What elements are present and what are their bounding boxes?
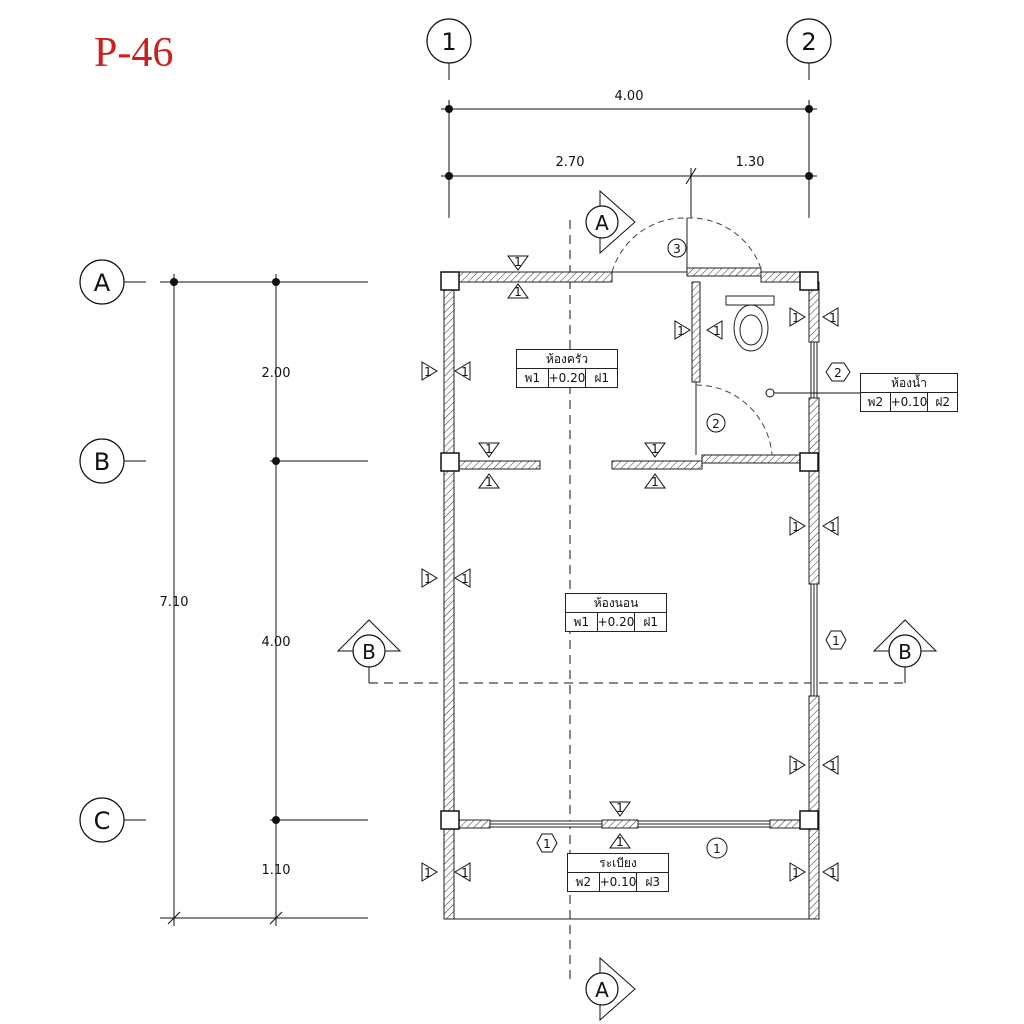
svg-text:2.00: 2.00 xyxy=(262,366,291,381)
svg-text:4.00: 4.00 xyxy=(615,89,644,104)
svg-text:1: 1 xyxy=(514,255,522,269)
room-tag-bedroom: ห้องนอน พ1 +0.20 ฝ1 xyxy=(565,593,667,632)
kitchen-floor-code: พ1 xyxy=(517,369,549,387)
svg-text:1: 1 xyxy=(829,311,837,325)
walls xyxy=(443,267,820,920)
bathroom-ceiling-code: ฝ2 xyxy=(935,395,951,409)
section-b-left-marker: B xyxy=(336,619,402,668)
svg-text:1: 1 xyxy=(485,442,493,456)
dimension-split-depth: 2.00 4.00 1.10 xyxy=(262,274,291,926)
svg-text:A: A xyxy=(595,978,609,1002)
structural-columns xyxy=(440,271,819,830)
toilet-fixture xyxy=(725,295,775,352)
svg-text:2: 2 xyxy=(712,417,720,431)
svg-text:1: 1 xyxy=(461,365,469,379)
svg-text:1: 1 xyxy=(441,28,456,56)
svg-text:1: 1 xyxy=(792,866,800,880)
svg-text:1: 1 xyxy=(424,365,432,379)
svg-text:1: 1 xyxy=(616,801,624,815)
svg-text:1: 1 xyxy=(829,759,837,773)
window-tag-bottom-right: 1 xyxy=(706,837,728,859)
svg-text:B: B xyxy=(94,448,110,476)
porch-ceiling-code: ฝ3 xyxy=(645,875,661,889)
bedroom-floor-code: พ1 xyxy=(566,613,598,631)
dimension-split-width: 2.70 1.30 xyxy=(441,155,817,218)
bedroom-ceiling-code: ฝ1 xyxy=(643,615,659,629)
room-name-bedroom: ห้องนอน xyxy=(566,594,666,613)
room-name-bathroom: ห้องน้ำ xyxy=(861,374,957,393)
section-b-right-marker: B xyxy=(872,619,938,668)
svg-text:1: 1 xyxy=(829,520,837,534)
svg-text:1: 1 xyxy=(792,520,800,534)
svg-text:1: 1 xyxy=(424,572,432,586)
door-main: 3 xyxy=(611,217,763,273)
window-tag-bottom-left: 1 xyxy=(536,833,558,853)
grid-row-b: B xyxy=(79,438,368,484)
section-b-line xyxy=(368,665,906,684)
svg-text:1: 1 xyxy=(485,475,493,489)
svg-text:1: 1 xyxy=(651,475,659,489)
kitchen-ceiling-code: ฝ1 xyxy=(594,371,610,385)
elevation-markers: 1 1 1 1 1 1 1 1 1 1 1 1 1 1 1 xyxy=(421,255,839,882)
svg-text:1: 1 xyxy=(792,311,800,325)
section-a-bottom-marker: A xyxy=(585,956,636,1022)
svg-text:4.00: 4.00 xyxy=(262,635,291,650)
svg-text:1: 1 xyxy=(461,572,469,586)
svg-text:1: 1 xyxy=(792,759,800,773)
window-tag-right: 1 xyxy=(825,630,847,650)
svg-text:1.30: 1.30 xyxy=(736,155,765,170)
dimension-overall-depth: 7.10 xyxy=(160,274,368,926)
svg-text:B: B xyxy=(362,640,376,664)
bathroom-level: +0.10 xyxy=(890,393,929,411)
room-tag-kitchen: ห้องครัว พ1 +0.20 ฝ1 xyxy=(516,349,618,388)
grid-row-a: A xyxy=(79,259,368,305)
windows xyxy=(489,341,818,828)
room-name-porch: ระเบียง xyxy=(568,854,668,873)
svg-text:1: 1 xyxy=(832,634,840,648)
window-tag-bath: 2 xyxy=(825,362,851,382)
bathroom-leader xyxy=(765,388,860,398)
svg-text:1: 1 xyxy=(461,866,469,880)
section-a-top-marker: A xyxy=(585,189,636,255)
dimension-overall-width: 4.00 xyxy=(441,89,817,113)
svg-text:1: 1 xyxy=(424,866,432,880)
grid-row-c: C xyxy=(79,797,368,843)
svg-text:1: 1 xyxy=(651,442,659,456)
svg-text:1: 1 xyxy=(677,324,685,338)
svg-text:3: 3 xyxy=(673,242,681,256)
svg-text:1.10: 1.10 xyxy=(262,863,291,878)
sheet-title: P-46 xyxy=(94,30,174,76)
svg-text:B: B xyxy=(898,640,912,664)
room-tag-bathroom: ห้องน้ำ พ2 +0.10 ฝ2 xyxy=(860,373,958,412)
room-name-kitchen: ห้องครัว xyxy=(517,350,617,369)
svg-text:C: C xyxy=(94,807,111,835)
svg-text:1: 1 xyxy=(713,324,721,338)
svg-text:1: 1 xyxy=(543,837,551,851)
svg-text:A: A xyxy=(595,211,609,235)
grid-column-1: 1 xyxy=(426,18,472,218)
svg-text:2: 2 xyxy=(834,366,842,380)
svg-text:A: A xyxy=(94,269,111,297)
bathroom-floor-code: พ2 xyxy=(861,393,891,411)
porch-level: +0.10 xyxy=(599,873,638,891)
grid-column-2: 2 xyxy=(786,18,832,218)
svg-text:2.70: 2.70 xyxy=(556,155,585,170)
svg-text:2: 2 xyxy=(801,28,816,56)
svg-text:1: 1 xyxy=(514,285,522,299)
porch-floor-code: พ2 xyxy=(568,873,600,891)
svg-text:1: 1 xyxy=(616,835,624,849)
svg-text:7.10: 7.10 xyxy=(160,595,189,610)
bedroom-level: +0.20 xyxy=(597,613,636,631)
svg-text:1: 1 xyxy=(713,842,721,856)
door-bathroom: 2 xyxy=(695,382,773,456)
room-tag-porch: ระเบียง พ2 +0.10 ฝ3 xyxy=(567,853,669,892)
kitchen-level: +0.20 xyxy=(548,369,587,387)
svg-text:1: 1 xyxy=(829,866,837,880)
